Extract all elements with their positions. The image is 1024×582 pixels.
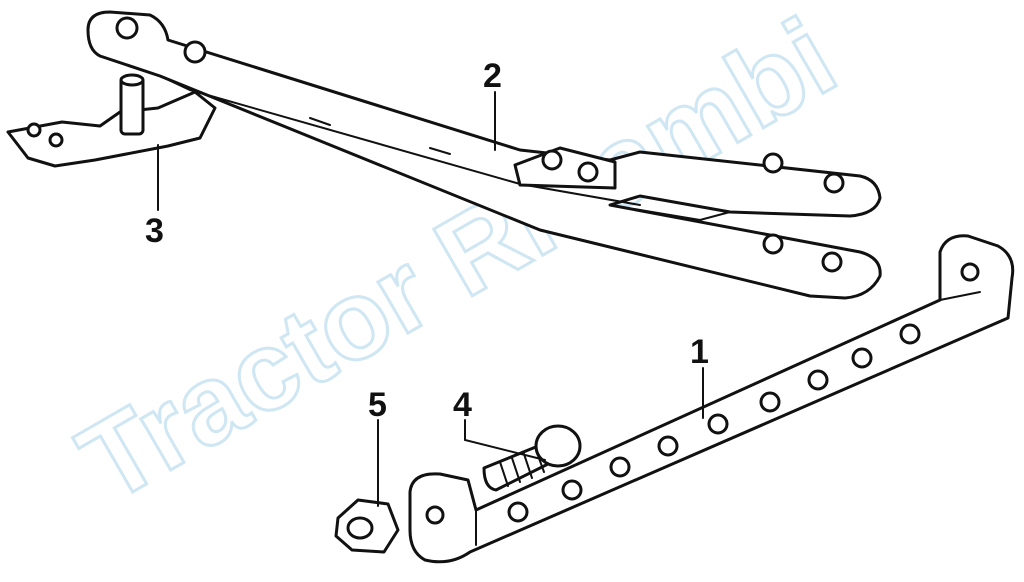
part-4-bolt [482,424,582,492]
callout-2: 2 [483,57,502,95]
callout-labels: 1 2 3 4 5 [145,57,709,424]
part-1-stabilizer-bar [408,234,1015,564]
callout-3: 3 [145,212,164,250]
leader-lines [157,91,704,507]
callout-1: 1 [690,333,709,371]
callout-4: 4 [453,386,472,424]
part-2-check-link [86,10,882,300]
leader-4 [464,419,546,461]
part-5-castle-nut [334,498,400,554]
part-3-bracket [6,73,217,206]
callout-5: 5 [368,386,387,424]
